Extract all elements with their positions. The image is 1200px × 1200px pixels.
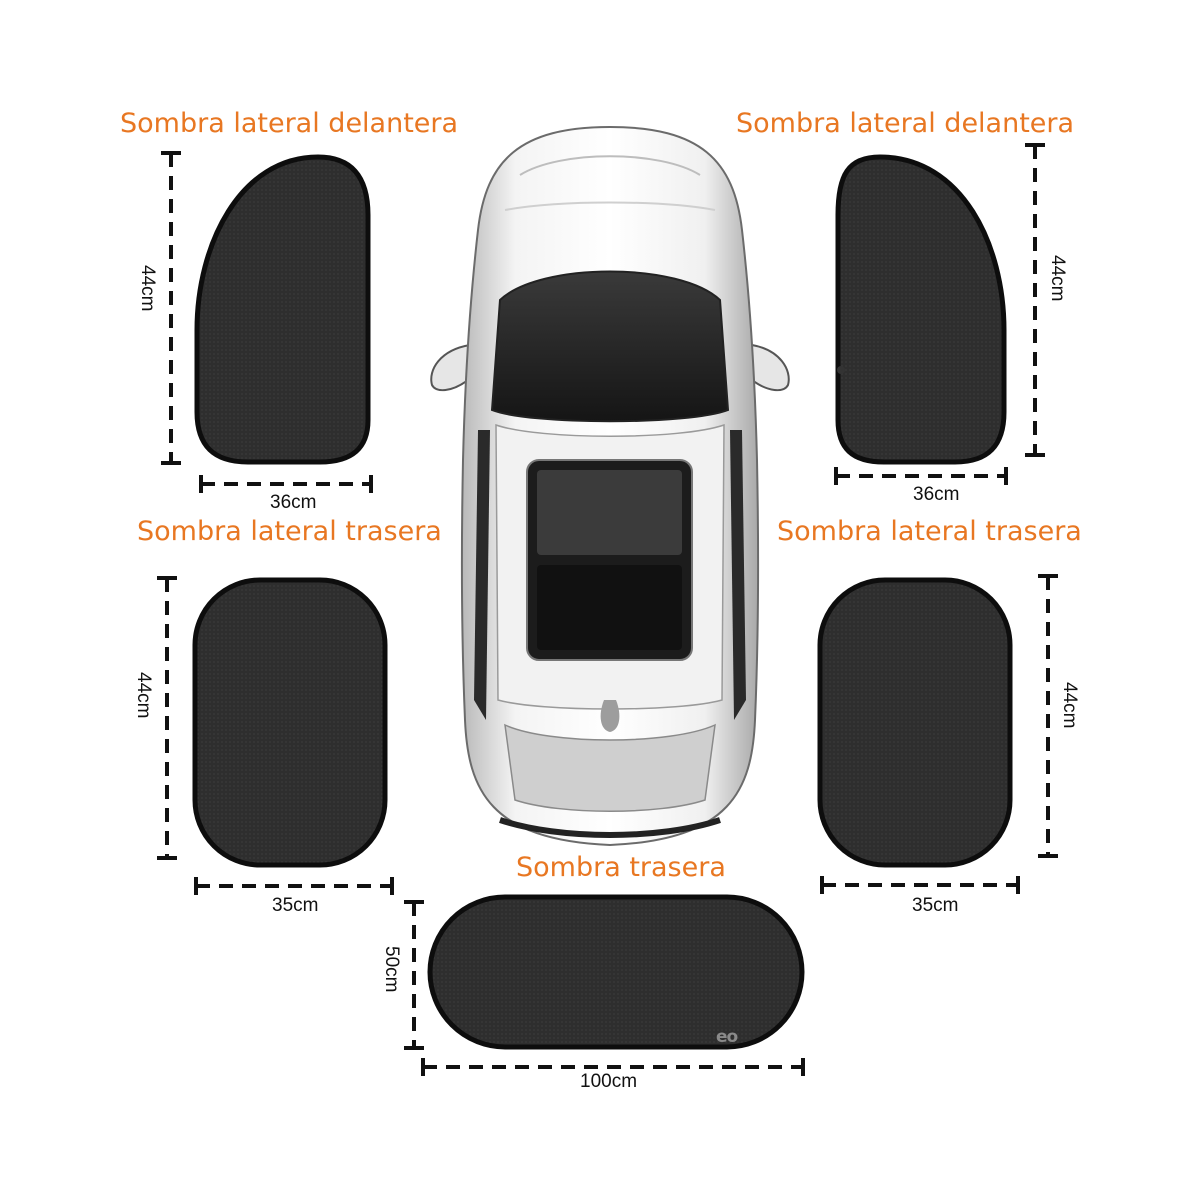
rear-window-height-line bbox=[404, 900, 424, 1050]
rear-left-height-label: 44cm bbox=[133, 672, 154, 719]
rear-right-width-label: 35cm bbox=[912, 895, 959, 916]
rear-left-width-line bbox=[194, 877, 394, 895]
front-left-shade bbox=[194, 154, 371, 465]
rear-window-shade bbox=[427, 894, 805, 1050]
rear-window-width-line bbox=[421, 1058, 805, 1076]
front-left-height-label: 44cm bbox=[137, 265, 158, 312]
rear-right-width-line bbox=[820, 876, 1020, 894]
rear-left-shade bbox=[192, 577, 388, 868]
front-right-width-line bbox=[834, 467, 1008, 485]
rear-window-width-label: 100cm bbox=[580, 1071, 638, 1092]
front-left-width-line bbox=[199, 475, 373, 493]
car-top-view bbox=[430, 125, 790, 847]
rear-right-height-label: 44cm bbox=[1059, 682, 1080, 729]
front-left-width-label: 36cm bbox=[270, 492, 317, 513]
rear-window-height-label: 50cm bbox=[381, 946, 402, 993]
rear-left-width-label: 35cm bbox=[272, 895, 319, 916]
front-left-height-line bbox=[161, 151, 181, 465]
front-right-height-label: 44cm bbox=[1047, 255, 1068, 302]
rear-right-shade bbox=[817, 577, 1013, 868]
front-right-shade bbox=[835, 154, 1007, 465]
front-right-title: Sombra lateral delantera bbox=[736, 108, 1075, 139]
rear-right-title: Sombra lateral trasera bbox=[777, 516, 1082, 547]
rear-right-height-line bbox=[1038, 574, 1058, 858]
rear-left-height-line bbox=[157, 576, 177, 860]
rear-left-title: Sombra lateral trasera bbox=[137, 516, 442, 547]
front-left-title: Sombra lateral delantera bbox=[120, 108, 459, 139]
front-right-width-label: 36cm bbox=[913, 484, 960, 505]
front-right-height-line bbox=[1025, 143, 1045, 457]
brand-logo: eo bbox=[716, 1027, 738, 1047]
rear-window-title: Sombra trasera bbox=[516, 852, 726, 883]
